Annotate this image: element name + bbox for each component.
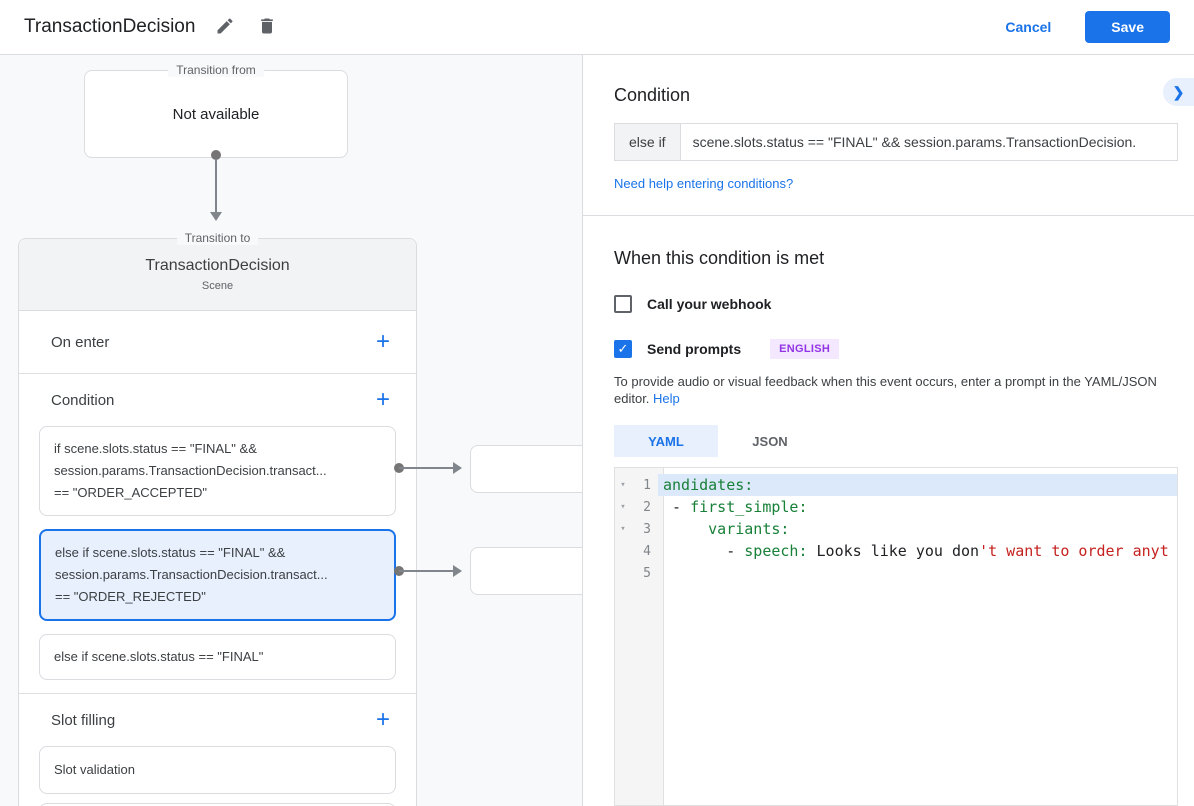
slot-card-list: Slot validation	[19, 746, 416, 806]
line-number: 1	[643, 477, 651, 493]
code-line-content: - first_simple:	[663, 498, 808, 516]
condition-help-link[interactable]: Need help entering conditions?	[614, 176, 794, 191]
add-condition-button[interactable]: +	[375, 386, 390, 413]
editor-tabs: YAML JSON	[614, 425, 1178, 457]
condition-card[interactable]: else if scene.slots.status == "FINAL" &&…	[39, 529, 396, 621]
trash-icon	[257, 16, 277, 39]
fold-arrow-icon[interactable]: ▾	[620, 480, 626, 490]
slot-filling-section: Slot filling + Slot validation	[19, 694, 416, 806]
when-condition-heading: When this condition is met	[614, 248, 825, 268]
scene-graph-canvas: Transition from Not available Transition…	[0, 55, 583, 806]
condition-section-label: Condition	[51, 391, 115, 409]
add-slot-button[interactable]: +	[375, 706, 390, 733]
chevron-right-icon: ❯	[1172, 83, 1185, 100]
scene-card: Transition to TransactionDecision Scene …	[18, 231, 417, 806]
prompt-helper-text: To provide audio or visual feedback when…	[614, 373, 1176, 407]
slot-filling-section-label: Slot filling	[51, 711, 116, 729]
slot-card[interactable]: Slot validation	[39, 746, 396, 794]
cancel-button[interactable]: Cancel	[1005, 19, 1052, 35]
connector-line	[399, 467, 453, 469]
connector-line	[399, 570, 453, 572]
panel-divider	[583, 215, 1194, 216]
connector-line	[215, 159, 217, 212]
condition-input-group: else if	[614, 123, 1178, 161]
condition-card-line: else if scene.slots.status == "FINAL"	[54, 649, 264, 664]
transition-from-box: Transition from Not available	[84, 63, 348, 158]
yaml-code-editor[interactable]: ▾ 1 andidates: ▾ 2 - first_simple: ▾ 3 variant…	[614, 467, 1178, 806]
condition-card-line: else if scene.slots.status == "FINAL" &&	[55, 545, 286, 560]
call-webhook-label: Call your webhook	[647, 296, 772, 312]
condition-card-line: session.params.TransactionDecision.trans…	[55, 567, 328, 582]
add-on-enter-button[interactable]: +	[375, 328, 390, 355]
scene-card-header[interactable]: TransactionDecision Scene	[19, 239, 416, 311]
condition-editor-panel: ❯ Condition else if Need help entering c…	[583, 55, 1194, 806]
editor-line[interactable]: ▾ 2 - first_simple:	[615, 496, 1177, 518]
arrow-right-icon	[453, 462, 462, 474]
section-divider	[19, 693, 416, 694]
delete-button[interactable]	[255, 15, 279, 39]
helper-text: To provide audio or visual feedback when…	[614, 374, 1157, 406]
webhook-row: Call your webhook	[614, 295, 1178, 313]
checkmark-icon: ✓	[617, 341, 629, 356]
editor-line[interactable]: ▾ 1 andidates:	[615, 474, 1177, 496]
transition-to-legend: Transition to	[176, 231, 259, 245]
fold-arrow-icon[interactable]: ▾	[620, 502, 626, 512]
edit-button[interactable]	[213, 15, 237, 39]
send-prompts-checkbox[interactable]: ✓	[614, 340, 632, 358]
transition-target-box[interactable]	[470, 445, 582, 493]
editor-line[interactable]: 4 - speech: Looks like you don't want to…	[615, 540, 1177, 562]
panel-condition-heading: Condition	[614, 85, 691, 105]
page-title: TransactionDecision	[24, 16, 196, 37]
editor-line[interactable]: 5	[615, 562, 1177, 584]
arrow-right-icon	[453, 565, 462, 577]
condition-card-line: == "ORDER_REJECTED"	[55, 589, 206, 604]
save-button[interactable]: Save	[1085, 11, 1170, 43]
condition-expression-input[interactable]	[680, 124, 1177, 160]
transition-from-value: Not available	[172, 105, 260, 123]
fold-arrow-icon[interactable]: ▾	[620, 524, 626, 534]
code-line-content: - speech: Looks like you don't want to o…	[663, 542, 1169, 560]
tab-yaml[interactable]: YAML	[614, 425, 718, 457]
condition-section: Condition + if scene.slots.status == "FI…	[19, 374, 416, 694]
call-webhook-checkbox[interactable]	[614, 295, 632, 313]
code-line-content	[658, 562, 1177, 584]
send-prompts-label: Send prompts	[647, 341, 742, 357]
language-badge: ENGLISH	[770, 339, 840, 359]
editor-gutter	[615, 468, 664, 805]
line-number: 5	[643, 565, 651, 581]
condition-card-list: if scene.slots.status == "FINAL" && sessi…	[19, 426, 416, 680]
line-number: 3	[643, 521, 651, 537]
condition-card-line: session.params.TransactionDecision.trans…	[54, 463, 327, 478]
top-bar: TransactionDecision Cancel Save	[0, 0, 1194, 55]
condition-card-line: if scene.slots.status == "FINAL" &&	[54, 441, 257, 456]
collapse-panel-button[interactable]: ❯	[1163, 78, 1194, 106]
tab-json[interactable]: JSON	[752, 433, 788, 449]
pencil-icon	[215, 16, 235, 39]
send-prompts-row: ✓ Send prompts ENGLISH	[614, 339, 1178, 359]
connector-dot[interactable]	[211, 150, 221, 160]
condition-card[interactable]: else if scene.slots.status == "FINAL"	[39, 634, 396, 680]
on-enter-label: On enter	[51, 333, 110, 351]
editor-line[interactable]: ▾ 3 variants:	[615, 518, 1177, 540]
line-number: 2	[643, 499, 651, 515]
condition-card[interactable]: if scene.slots.status == "FINAL" && sessi…	[39, 426, 396, 516]
arrow-down-icon	[210, 212, 222, 221]
scene-name: TransactionDecision	[145, 257, 290, 274]
code-line-content: andidates:	[658, 474, 1177, 496]
code-line-content: variants:	[708, 520, 790, 538]
line-number: 4	[643, 543, 651, 559]
condition-prefix-label: else if	[615, 124, 681, 160]
on-enter-row[interactable]: On enter +	[19, 311, 416, 374]
scene-type-label: Scene	[201, 280, 234, 292]
help-link[interactable]: Help	[653, 391, 680, 406]
condition-card-line: == "ORDER_ACCEPTED"	[54, 485, 207, 500]
transition-from-legend: Transition from	[168, 63, 264, 77]
editor-lines: ▾ 1 andidates: ▾ 2 - first_simple: ▾ 3 variant…	[615, 468, 1177, 584]
transition-target-box[interactable]	[470, 547, 582, 595]
